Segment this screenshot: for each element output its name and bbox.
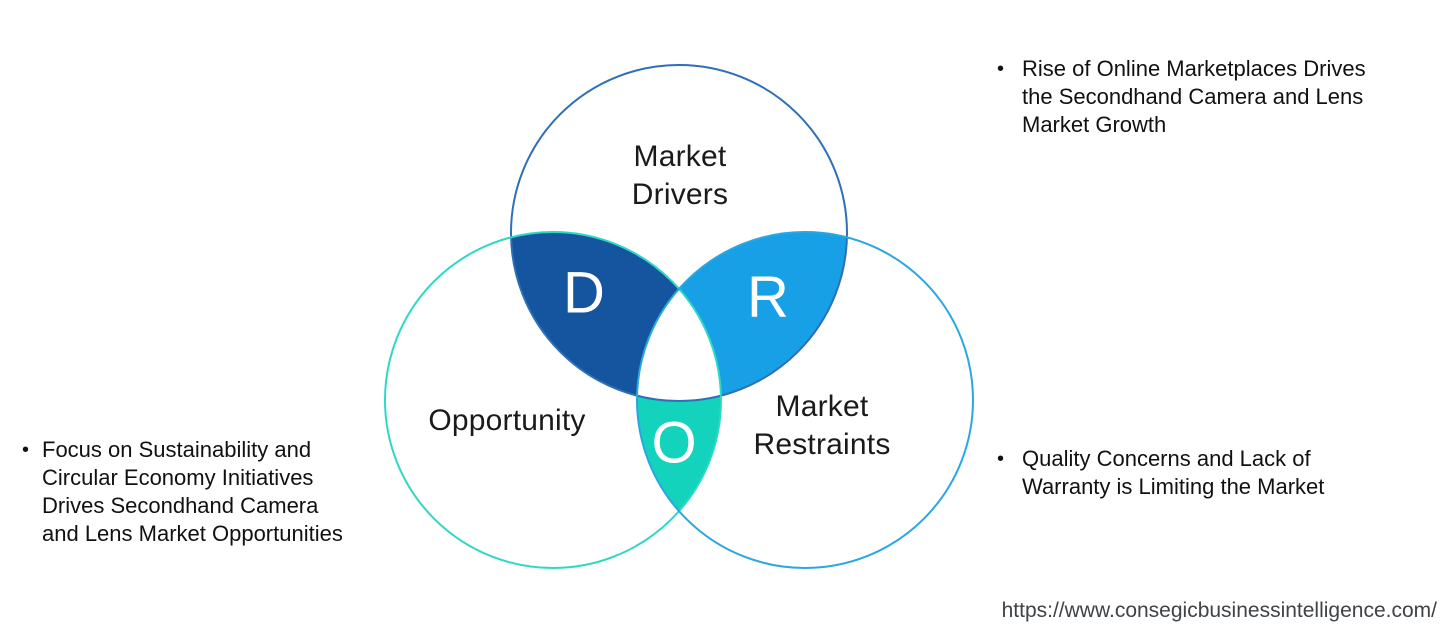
drivers-overlap-letter: D bbox=[563, 260, 605, 326]
drivers-label: Market Drivers bbox=[570, 138, 790, 214]
restraints-label: Market Restraints bbox=[712, 388, 932, 464]
opportunity-note-text: Focus on Sustainability and Circular Eco… bbox=[42, 437, 343, 546]
drivers-circle-outline bbox=[510, 64, 848, 402]
drivers-label-line1: Market bbox=[633, 140, 727, 173]
bullet-icon: • bbox=[22, 439, 30, 461]
opportunity-overlap-letter: O bbox=[651, 410, 697, 476]
driver-note: • Rise of Online Marketplaces Drives the… bbox=[997, 55, 1387, 139]
opportunity-note: • Focus on Sustainability and Circular E… bbox=[22, 436, 354, 548]
bullet-icon: • bbox=[997, 58, 1005, 80]
restraint-note-text: Quality Concerns and Lack of Warranty is… bbox=[1022, 446, 1325, 499]
restraints-circle-outline bbox=[636, 231, 974, 569]
driver-note-text: Rise of Online Marketplaces Drives the S… bbox=[1022, 56, 1366, 137]
opportunity-label: Opportunity bbox=[428, 404, 586, 437]
restraint-note: • Quality Concerns and Lack of Warranty … bbox=[997, 445, 1387, 501]
restraints-label-line1: Market bbox=[775, 390, 869, 423]
restraints-overlap-letter: R bbox=[747, 264, 789, 330]
opportunity-circle-outline bbox=[384, 231, 722, 569]
restraints-label-line2: Restraints bbox=[753, 428, 891, 461]
drivers-label-line2: Drivers bbox=[631, 178, 729, 211]
source-url[interactable]: https://www.consegicbusinessintelligence… bbox=[1001, 599, 1437, 622]
bullet-icon: • bbox=[997, 448, 1005, 470]
